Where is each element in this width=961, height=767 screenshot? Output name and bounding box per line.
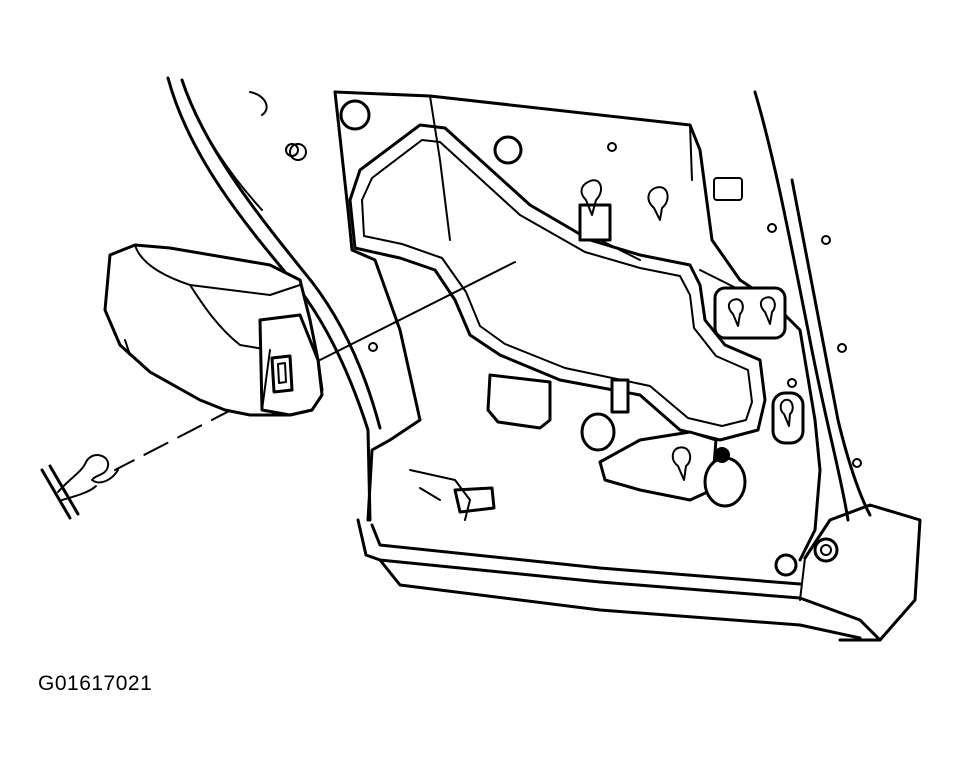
wiring-harness [348,123,791,442]
door-sill [356,469,922,642]
figure-code: G01617021 [38,672,153,695]
panel-mounting-holes [368,142,862,577]
retaining-clip [40,454,119,520]
door-trim-piece [103,243,324,417]
